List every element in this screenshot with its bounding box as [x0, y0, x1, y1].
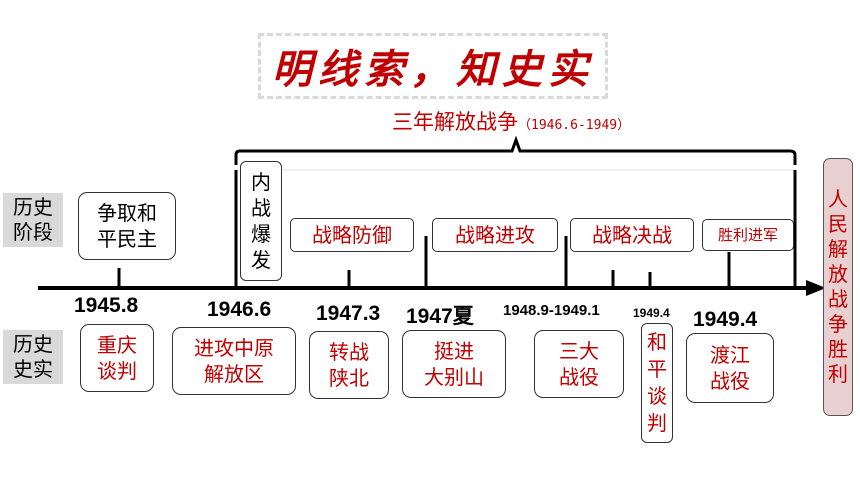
date-1947-3: 1947.3	[316, 302, 381, 325]
war-name: 三年解放战争	[392, 110, 518, 134]
label-facts: 历史 史实	[3, 330, 63, 384]
stage-offense: 战略进攻	[432, 218, 558, 252]
date-1949-4-crossing: 1949.4	[693, 308, 758, 331]
timeline-arrowhead	[806, 280, 826, 296]
stage-civil-war: 内 战 爆 发	[240, 161, 282, 281]
event-crossing: 渡江 战役	[686, 333, 774, 403]
date-1947-summer: 1947夏	[406, 305, 474, 328]
event-three-battles: 三大 战役	[534, 330, 624, 398]
event-dabieshan: 挺进 大别山	[402, 330, 506, 398]
war-dates: （1946.6-1949）	[518, 118, 631, 133]
label-stage: 历史 阶段	[3, 193, 63, 247]
stage-peace: 争取和 平民主	[78, 192, 176, 260]
date-1949-4-peace: 1949.4	[633, 306, 670, 320]
date-1945-8: 1945.8	[74, 294, 139, 317]
page-title: 明线索，知史实	[272, 46, 594, 93]
stage-decisive: 战略决战	[570, 218, 694, 252]
date-1946-6: 1946.6	[207, 298, 272, 321]
title-frame: 明线索，知史实	[258, 33, 608, 99]
stage-defense: 战略防御	[290, 218, 414, 252]
stage-victory: 胜利进军	[702, 219, 794, 251]
war-title: 三年解放战争（1946.6-1949）	[392, 106, 630, 136]
result-victory: 人 民 解 放 战 争 胜 利	[823, 158, 853, 416]
event-attack: 进攻中原 解放区	[172, 327, 296, 395]
war-bracket	[234, 135, 797, 165]
event-peace-talk: 和 平 谈 判	[641, 323, 673, 443]
event-shaanbei: 转战 陕北	[309, 331, 389, 399]
date-1948-9-1949-1: 1948.9-1949.1	[503, 302, 600, 319]
event-chongqing: 重庆 谈判	[80, 324, 154, 392]
